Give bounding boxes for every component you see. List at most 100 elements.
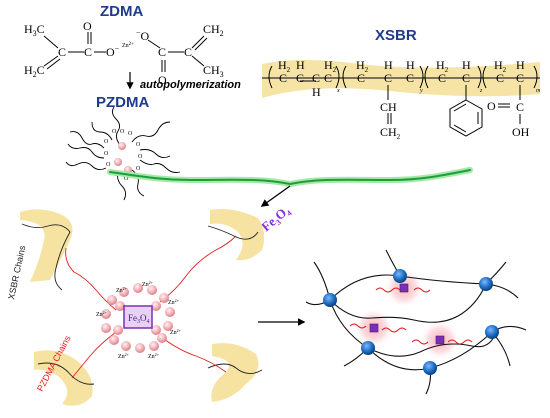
subscript-m: m	[536, 88, 541, 94]
bond	[191, 35, 205, 49]
zn-sphere	[114, 158, 122, 166]
zn-sphere	[121, 341, 131, 351]
xsbr-ribbon	[34, 350, 93, 406]
network-chain	[329, 299, 497, 357]
o-minus-label: O−	[106, 44, 120, 59]
o-label: O	[138, 154, 143, 160]
xsbr-ribbon	[210, 209, 265, 261]
bracket	[342, 65, 347, 89]
zn-sphere	[147, 285, 157, 295]
zn-sphere	[118, 142, 126, 150]
crosslinked-network	[305, 249, 527, 395]
zn-sphere	[133, 283, 143, 293]
h3c-label: H3C	[24, 22, 45, 38]
polymer-arm	[139, 159, 181, 173]
zn-ion-label: Zn2+	[168, 298, 180, 306]
xsbr-chains-label: XSBR Chains	[6, 244, 27, 300]
polymer-arm	[131, 121, 171, 143]
h2-label: H2	[356, 58, 369, 74]
bond	[46, 58, 61, 70]
ch-label: CH	[380, 100, 397, 114]
polymer-arm	[91, 121, 113, 141]
bond	[43, 35, 59, 49]
polymer-arm	[139, 149, 171, 159]
pzdma-chain	[159, 235, 237, 303]
zdma-structure: ZDMA H3C H2C C C O O− Zn2+ −O C O C CH2 …	[24, 3, 224, 87]
red-linker	[375, 287, 401, 293]
h-label: H	[462, 58, 471, 72]
zn-sphere	[101, 323, 111, 333]
h-label: H	[406, 58, 415, 72]
c-label: C	[496, 71, 504, 85]
o-label: O	[124, 176, 129, 182]
bond	[191, 55, 205, 67]
h2-label: H2	[324, 58, 337, 74]
fe3o4-particle	[435, 335, 445, 345]
o-label: O	[112, 129, 117, 135]
bond	[147, 39, 161, 49]
o-label: O	[106, 162, 111, 168]
zn-sphere	[119, 287, 129, 297]
bracket	[482, 65, 487, 89]
bracket	[533, 65, 538, 89]
crosslink-node	[485, 325, 499, 339]
autopolymerization-label: autopolymerization	[140, 79, 241, 91]
brace-glow	[107, 167, 473, 188]
ch2-label: CH2	[203, 22, 224, 38]
pzdma-chain	[71, 331, 117, 379]
green-brace: Fe3O4	[107, 167, 473, 234]
o-label: O	[136, 142, 141, 148]
fe3o4-particle	[369, 323, 379, 333]
o-label: O	[104, 139, 109, 145]
h2-label: H2	[436, 58, 449, 74]
polymer-arm	[69, 131, 105, 149]
fe3o4-core	[123, 305, 153, 329]
red-linker	[447, 339, 473, 345]
red-linker	[413, 287, 431, 293]
pzdma-cluster	[65, 106, 181, 201]
crosslink-node	[323, 293, 337, 307]
bond	[453, 124, 467, 133]
composite-left: XSBR Chains PZDMA Chains	[6, 209, 265, 406]
zn-sphere	[163, 321, 173, 331]
xsbr-title: XSBR	[375, 27, 417, 44]
pzdma-chain	[65, 247, 117, 311]
c-label: C	[516, 100, 524, 114]
h-label: H	[312, 85, 321, 99]
zn-sphere	[101, 309, 111, 319]
red-linker	[381, 327, 407, 333]
ch3-label: CH3	[203, 63, 224, 79]
bracket	[335, 65, 340, 89]
c-label: C	[406, 71, 414, 85]
zn-sphere	[109, 335, 119, 345]
zn-sphere	[135, 343, 145, 353]
crosslink-node	[393, 269, 407, 283]
polymer-arm	[67, 143, 105, 159]
zn-ion-label: Zn2+	[118, 352, 130, 360]
bracket	[268, 65, 273, 89]
c-label: C	[462, 71, 470, 85]
c-label: C	[357, 71, 365, 85]
xsbr-ribbon	[211, 343, 259, 402]
zn-sphere	[149, 341, 159, 351]
crosslink-node	[361, 341, 375, 355]
h2-label: H2	[494, 58, 507, 74]
zn-sphere	[115, 301, 125, 311]
ch2-label: CH2	[380, 125, 401, 141]
polymer-arm	[111, 106, 121, 146]
bond	[194, 37, 208, 51]
o-label: O	[136, 166, 141, 172]
zn-sphere	[151, 325, 161, 335]
zn-ion-label: Zn2+	[96, 310, 108, 318]
o-label: O	[120, 129, 125, 135]
bracket	[424, 65, 429, 89]
c-label: C	[516, 71, 524, 85]
benzene-ring	[449, 99, 483, 137]
c-label: C	[184, 45, 192, 59]
xsbr-chain	[207, 363, 263, 374]
xsbr-chain	[37, 362, 95, 385]
o-label: O	[128, 131, 133, 137]
xsbr-chain	[207, 225, 259, 240]
zn-sphere	[151, 301, 161, 311]
bond	[43, 55, 59, 67]
